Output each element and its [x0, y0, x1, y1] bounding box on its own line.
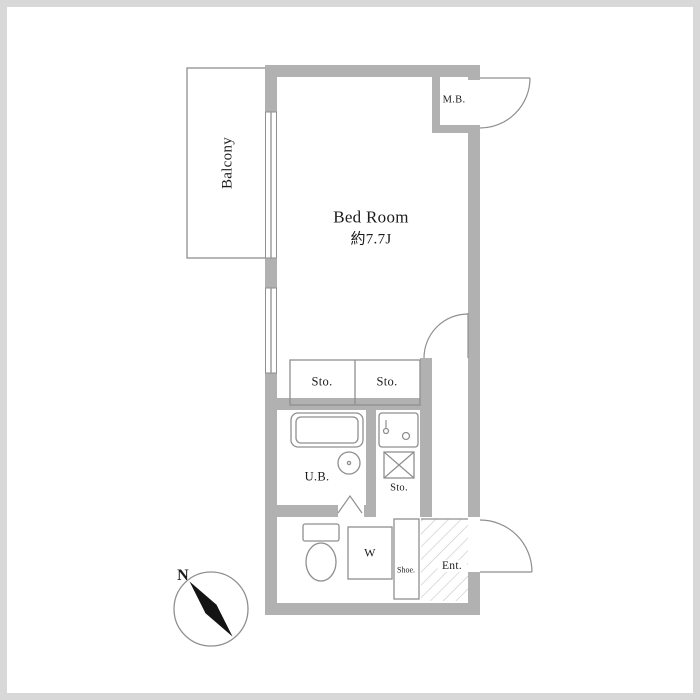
wall-left-mid: [265, 258, 277, 288]
storage-left-label: Sto.: [311, 374, 333, 389]
washer-label: W: [364, 545, 376, 560]
wall-meterbox-bottom: [432, 125, 480, 133]
washer-box: [347, 526, 393, 580]
toilet: [302, 523, 340, 582]
washbasin: [337, 451, 361, 475]
compass-north-label: N: [177, 567, 189, 584]
bedroom-label: Bed Room 約7.7J: [333, 206, 409, 249]
shoe-box-label: Shoe.: [397, 565, 415, 575]
kitchen-storage-box: [383, 451, 415, 479]
compass-circle: [173, 571, 249, 647]
unit-bath: [290, 412, 364, 514]
wall-under-bath-right: [364, 505, 376, 517]
kitchen-sink-drain: [401, 431, 411, 441]
kitchen-sink: [378, 412, 419, 448]
wall-top: [265, 65, 480, 77]
shoe-cabinet: [393, 518, 420, 600]
toilet-bowl: [305, 542, 337, 582]
wall-left-lower: [265, 373, 277, 615]
bath-folding-door: [337, 494, 363, 514]
bedroom-area: 約7.7J: [350, 231, 392, 248]
window-lower: [265, 287, 277, 374]
bedroom-door-arc: [423, 313, 469, 359]
compass: [173, 571, 249, 647]
wall-bath-kitchen: [366, 410, 376, 517]
kitchen-faucet-knob: [382, 427, 390, 435]
meter-box-door: [479, 77, 531, 129]
closets: [289, 359, 421, 406]
wall-right-top-stub: [468, 65, 480, 80]
bathtub-outer: [290, 412, 364, 448]
entrance-door: [479, 519, 533, 573]
balcony-label: Balcony: [219, 136, 236, 190]
wall-right-bottom-stub: [468, 572, 480, 615]
window-upper: [265, 111, 277, 259]
wall-meterbox-left: [432, 65, 440, 133]
bathtub-inner: [295, 416, 359, 444]
storage-right-label: Sto.: [376, 374, 398, 389]
washbasin-drain: [346, 460, 352, 466]
wall-right-main: [468, 128, 480, 517]
wall-bottom: [265, 603, 480, 615]
unit-bath-label: U.B.: [304, 469, 330, 484]
kitchen-storage-label: Sto.: [390, 482, 408, 494]
kitchen-storage-diagonal-2: [383, 451, 415, 479]
entrance-label: Ent.: [436, 560, 468, 572]
wall-left-upper: [265, 65, 277, 112]
bedroom-door: [423, 313, 469, 359]
meter-box-label: M.B.: [442, 94, 466, 106]
bedroom-name: Bed Room: [333, 207, 409, 227]
wall-kitchen-right: [420, 358, 432, 517]
compass-needle: [189, 581, 233, 637]
wall-under-bath-left: [277, 505, 338, 517]
toilet-tank: [302, 523, 340, 542]
kitchen: [378, 412, 419, 479]
entrance-door-arc: [479, 519, 533, 573]
walls: [265, 65, 480, 615]
meter-box-door-arc: [479, 77, 531, 129]
